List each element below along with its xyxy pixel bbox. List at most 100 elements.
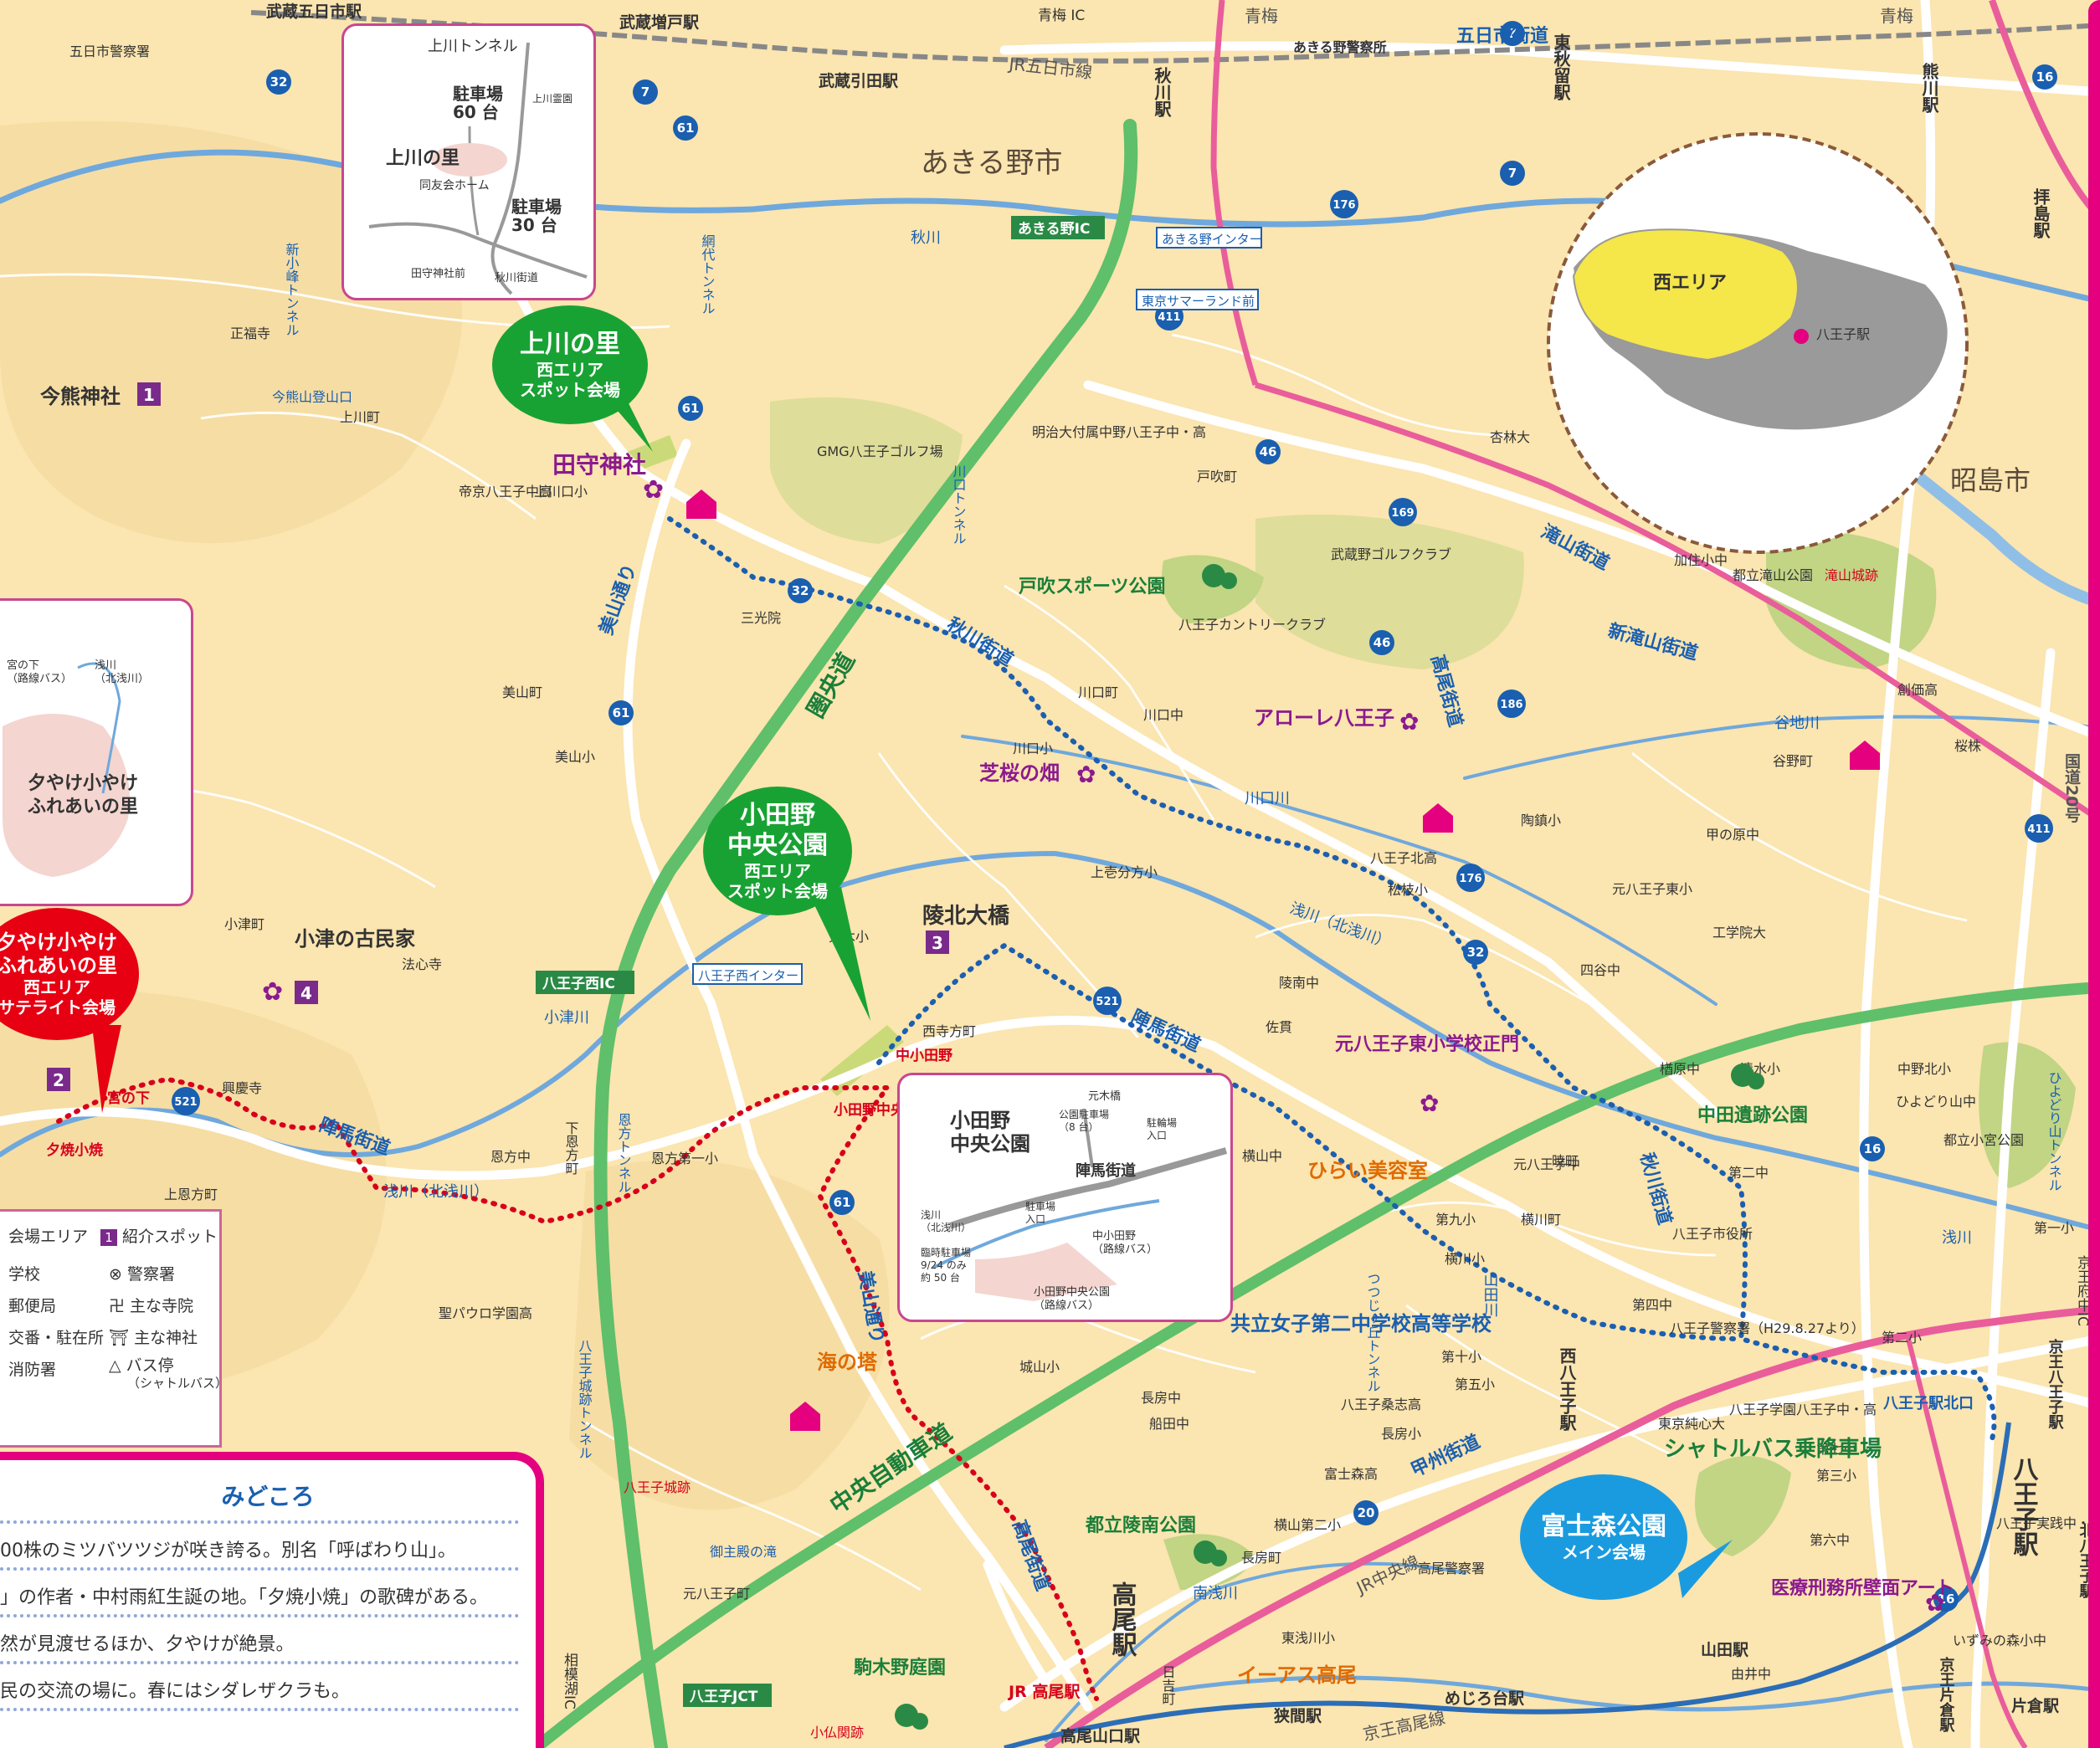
svg-text:20: 20 — [1358, 1505, 1375, 1520]
road-takao-kaido — [983, 1560, 1051, 1687]
station-hachioji: 八王子駅 — [2009, 1456, 2039, 1557]
river-minami-asakawa — [1045, 1561, 1466, 1742]
place-label: 三光院 — [741, 610, 781, 626]
station-keio-katakura: 京王片倉駅 — [1938, 1656, 1956, 1733]
legend-fire: 消防署 — [8, 1361, 57, 1379]
road-label-itsukaichi: 五日市街道 — [1456, 25, 1548, 47]
place-label: 八王子市役所 — [1672, 1226, 1753, 1242]
park-fujimori — [1695, 1456, 1791, 1556]
station-takao: 高尾駅 — [1107, 1581, 1137, 1658]
ic-akiru-inter: あきる野インター — [1156, 227, 1262, 249]
bubble-yuyake-sub2: サテライト会場 — [0, 997, 116, 1018]
place-label: 正福寺 — [230, 326, 270, 341]
place-label: 由井中 — [1731, 1666, 1771, 1682]
place-label: 第三小 — [1816, 1468, 1856, 1484]
place-label: 興慶寺 — [222, 1080, 262, 1096]
place-label: 東浅川小 — [1281, 1630, 1335, 1646]
svg-text:61: 61 — [834, 1195, 851, 1210]
park-areas — [628, 397, 2076, 1590]
bubble-odano-title1: 小田野 — [740, 801, 815, 830]
route-shield-61d: 61 — [829, 1190, 855, 1215]
station-nishi-hachioji: 西八王子駅 — [1557, 1347, 1577, 1432]
svg-text:46: 46 — [1373, 635, 1391, 650]
ic-tags: あきる野IC 八王子西IC 八王子JCT 青梅 IC 相模湖IC 京王府中IC … — [536, 8, 2092, 1710]
expressways — [530, 119, 2100, 1748]
water-ozu: 小津川 — [544, 1009, 589, 1027]
spot-imakuma: 今熊神社 — [40, 385, 121, 408]
city-akishima: 昭島市 — [1950, 464, 2031, 496]
route-shield-186: 186 — [1497, 689, 1526, 718]
place-label: 八王子城跡 — [624, 1479, 691, 1495]
spot-ozu-minka: 小津の古民家 — [295, 927, 415, 951]
inset-kamigawa-stop: 田守神社前 — [411, 268, 466, 280]
place-label: 川口町 — [1078, 684, 1118, 700]
route-shield-16c: 16 — [1933, 1587, 1959, 1612]
place-label: 元八王子東小 — [1612, 881, 1692, 897]
place-label: 中野北小 — [1897, 1061, 1951, 1077]
place-label: 長房小 — [1381, 1426, 1421, 1442]
legend-temple: 卍 主な寺院 — [109, 1297, 194, 1315]
spot-akiruno-police: あきる野警察所 — [1293, 39, 1387, 55]
place-label: 今熊山登山口 — [272, 389, 352, 405]
station-hazama: 狭間駅 — [1273, 1706, 1322, 1725]
spot-keimusho-icon: ✿ — [1925, 1589, 1944, 1617]
area-station-dot — [1794, 329, 1809, 344]
place-label: 杏林大 — [1490, 429, 1530, 445]
svg-text:16: 16 — [1864, 1141, 1882, 1156]
route-shield-32b: 32 — [788, 578, 813, 603]
inset-odano: 小田野中央公園 元木橋 公園駐車場（8 台） 駐輪場入口 浅川（北浅川） 駐車場… — [897, 1073, 1233, 1322]
spot-ryonan: 都立陵南公園 — [1085, 1515, 1196, 1536]
spot-motohachi-gate: 元八王子東小学校正門 — [1335, 1033, 1519, 1055]
tunnel-shin: 新小峰トンネル — [284, 243, 300, 336]
spot-motohachi-icon: ✿ — [1420, 1089, 1439, 1117]
bubble-pointer-odano — [808, 887, 870, 1021]
place-label: 川口小 — [1013, 741, 1053, 756]
bubble-yuyake-title1: 夕やけ小やけ — [0, 930, 117, 954]
inset-odano-stop1: 中小田野（路線バス） — [1092, 1230, 1158, 1256]
midokoro-line: 然が見渡せるほか、夕やけが絶景。 — [0, 1634, 295, 1655]
svg-text:32: 32 — [1467, 945, 1485, 960]
spot-nakata: 中田遺跡公園 — [1697, 1105, 1808, 1126]
inset-odano-title: 小田野中央公園 — [950, 1109, 1030, 1156]
svg-text:八王子西インター: 八王子西インター — [698, 968, 798, 983]
ic-sagami: 相模湖IC — [561, 1653, 578, 1710]
place-label: 元八王子町 — [683, 1586, 750, 1602]
place-label: 都立滝山公園 — [1733, 567, 1813, 583]
water-akigawa: 秋川 — [911, 229, 941, 247]
svg-text:32: 32 — [792, 583, 809, 598]
spot-tamori: 田守神社 — [552, 451, 646, 479]
spot-number-squares: 1 2 3 4 — [47, 382, 949, 1091]
spot-eas: イーアス高尾 — [1237, 1663, 1357, 1687]
legend-police: ⊗ 警察署 — [109, 1265, 175, 1284]
tunnel-tsujikawa: つつじヶ丘トンネル — [1365, 1272, 1381, 1392]
place-label: 第十小 — [1441, 1349, 1481, 1365]
rail-tozai-top — [1989, 0, 2100, 220]
place-label: 佐貫 — [1266, 1019, 1292, 1035]
bubble-pointer-yuyake — [92, 1025, 121, 1113]
place-label: 横山中 — [1242, 1148, 1282, 1164]
route-shield-176a: 176 — [1330, 190, 1358, 218]
river-tama — [1902, 463, 2100, 608]
place-label: 小仏関跡 — [810, 1725, 864, 1740]
route-shield-521a: 521 — [1093, 987, 1122, 1015]
inset-yuyake-map — [3, 662, 130, 877]
ic-akiru: あきる野IC — [1011, 216, 1105, 239]
place-label: 西寺方町 — [922, 1023, 976, 1039]
svg-text:3: 3 — [932, 933, 943, 953]
place-label: 第二小 — [1882, 1330, 1922, 1346]
svg-text:61: 61 — [682, 401, 700, 416]
place-label: 滝山城跡 — [1825, 567, 1878, 583]
svg-text:4: 4 — [300, 983, 312, 1003]
svg-text:46: 46 — [1260, 444, 1277, 459]
route-red-dotted — [56, 1076, 1099, 1701]
spot-ryohoku: 陵北大橋 — [922, 904, 1010, 929]
place-label: 帝京八王子中高 — [459, 484, 552, 500]
bubble-yuyake-sub1: 西エリア — [23, 977, 90, 997]
inset-kamigawa-tunnel: 上川トンネル — [428, 38, 518, 55]
station-masukodo: 武蔵増戸駅 — [619, 13, 700, 32]
station-akigawa: 秋川駅 — [1152, 67, 1172, 118]
road-akikawa-kaido — [480, 213, 1721, 1118]
inset-yuyake-stop: 宮の下（路線バス） — [7, 659, 73, 685]
place-label: ひよどり山中 — [1896, 1094, 1976, 1110]
